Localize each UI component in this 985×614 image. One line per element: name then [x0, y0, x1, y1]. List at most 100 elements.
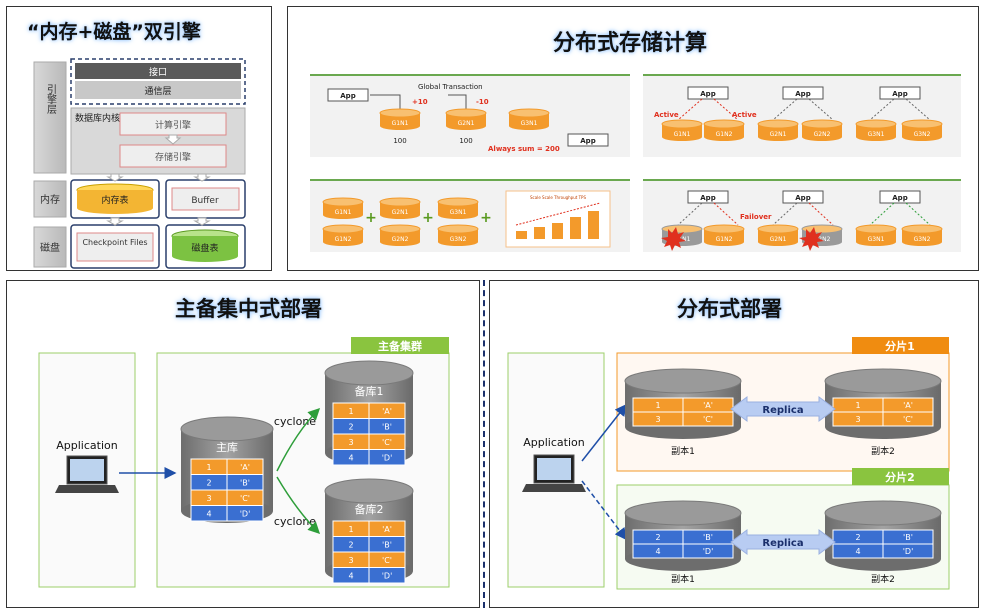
- active-label-2: Active: [732, 111, 757, 119]
- distributed-deploy-diagram: 分片1 分片2 Application 1'A'3'C'1'A'3'C'Repl…: [507, 337, 950, 590]
- primary-standby-title: 主备集中式部署: [175, 297, 322, 321]
- engine-layer-label: 引擎层: [45, 84, 57, 115]
- cyl-scale-top-3-label: G3N1: [450, 209, 467, 216]
- shard1-copy2-label: 副本2: [871, 445, 895, 457]
- primary-db-row-2: 2 'B': [190, 474, 264, 491]
- cyl-scale-top-2-label: G2N1: [392, 209, 409, 216]
- primary-db-cell-key: 4: [206, 510, 211, 519]
- standby1-db-cell-val: 'D': [382, 454, 393, 463]
- cyclone-label-2: cyclone: [274, 515, 316, 528]
- shard2-copy2-db-cell-val: 'D': [903, 547, 914, 556]
- plus-sign-1: +: [365, 210, 377, 226]
- memory-layer-block: [33, 180, 67, 218]
- scale-bar-5: [588, 211, 599, 239]
- fail-arrow-l-c: [869, 202, 895, 226]
- active-label-1: Active: [654, 111, 679, 119]
- plus10-label: +10: [412, 98, 428, 106]
- scale-bar-4: [570, 217, 581, 239]
- shard2-copy2-db-cell-key: 4: [855, 547, 860, 556]
- cyl-g2n1-b-label: G2N1: [770, 131, 787, 138]
- shard2-copy1-db-cell-val: 'B': [703, 533, 713, 542]
- interface-bar: [75, 63, 241, 79]
- disk-layer-block: [33, 226, 67, 268]
- cyl-g3n2-b: G3N2: [901, 119, 943, 141]
- scale-bar-2: [534, 227, 545, 239]
- shard2-copy1-db-row-1: 2'B': [632, 529, 734, 545]
- shard1-copy2-db-cell-val: 'A': [903, 401, 913, 410]
- engine-layer-block: [33, 61, 67, 174]
- standby2-db-cell-key: 2: [348, 541, 353, 550]
- shard1-tag: [852, 337, 949, 354]
- active-arrow-l-a: [677, 98, 703, 121]
- standby2-db-row-3: 3'C': [332, 551, 406, 568]
- primary-db: 主库1'A'2'B'3'C'4'D': [180, 416, 274, 523]
- standby1-db-cell-key: 1: [348, 407, 353, 416]
- failure-burst-1: [661, 227, 686, 251]
- replica-arrow-1: Replica: [730, 396, 836, 422]
- app-box-active-b: App: [782, 86, 824, 100]
- app-box-fail-c: App: [879, 190, 921, 204]
- cyl-g3n2-d-label: G3N2: [914, 236, 931, 243]
- app-box-fail-b-label: App: [795, 194, 810, 202]
- standby2-db-cell-val: 'A': [382, 525, 392, 534]
- shard1-copy2-db-cell-key: 3: [855, 415, 860, 424]
- memory-layer-label: 内存: [40, 193, 60, 206]
- app-box-fail-b: App: [782, 190, 824, 204]
- cyl-g1n2-d-label: G1N2: [716, 236, 733, 243]
- active-arrow-r-c: [905, 98, 931, 121]
- replica-arrow-2-label: Replica: [762, 538, 803, 549]
- primary-standby-diagram: 主备集群 Application 主库1'A'2'B'3'C'4'D'备库11'…: [38, 337, 450, 588]
- shard2-copy1-label: 副本1: [671, 573, 695, 585]
- plus-sign-2: +: [422, 210, 434, 226]
- checkpoint-box: [76, 232, 154, 262]
- shard1-copy2-db-row-1: 1 'A': [832, 397, 934, 413]
- standby1-db-title: 备库1: [355, 384, 384, 398]
- cyl-g2n1-a: G2N1: [445, 108, 487, 130]
- comm-layer-label: 通信层: [144, 85, 171, 97]
- gtx-line-2: [448, 94, 467, 111]
- scale-trend-line: [515, 202, 601, 226]
- standby1-db-cell-val: 'B': [382, 423, 392, 432]
- primary-db-cell-val: 'D': [240, 510, 251, 519]
- fail-arrow-l-a: [677, 202, 703, 226]
- cyl-g1n1-b-label: G1N1: [674, 131, 691, 138]
- shard1-copy1-db: 1'A'3'C': [624, 368, 742, 439]
- shard1-copy2-db-row-2: 3'C': [832, 411, 934, 427]
- shard1-copy2-db-cell-key: 1: [855, 401, 860, 410]
- laptop-icon: [55, 455, 119, 493]
- shard2-copy1-db: 2'B'4'D': [624, 500, 742, 571]
- minus10-label: -10: [476, 98, 489, 106]
- distributed-deploy-panel: 分布式部署 分片1 分片2 Application 1'A'3'C'1'A'3'…: [489, 280, 979, 608]
- primary-db-cell-key: 1: [206, 463, 211, 472]
- disk-table-label: 磁盘表: [191, 242, 218, 254]
- app-box-gtx-label: App: [340, 92, 355, 100]
- cyl-g2n2-d-label: G2N2: [814, 236, 831, 243]
- cyclone-label-1: cyclone: [274, 415, 316, 428]
- cyl-scale-bot-1-label: G1N2: [335, 236, 352, 243]
- scale-chart-title: Scale Scale Throughput TPS: [530, 195, 586, 200]
- shard1-copy2-db: 1 'A'3'C': [824, 368, 942, 439]
- primary-db-cell-key: 2: [206, 479, 211, 488]
- shard2-tag-label: 分片2: [885, 470, 915, 484]
- cyl-g1n2-b: G1N2: [703, 119, 745, 141]
- cluster-tag-label: 主备集群: [378, 339, 422, 353]
- standby2-db-cell-key: 3: [348, 556, 353, 565]
- app-box-gtx-2-label: App: [580, 137, 595, 145]
- cyl-g3n1-b-label: G3N1: [868, 131, 885, 138]
- shard2-copy2-db-row-1: 2'B': [832, 529, 934, 545]
- storage-engine-label: 存储引擎: [155, 151, 191, 163]
- primary-db-cell-val: 'B': [240, 479, 250, 488]
- standby1-db-cell-key: 3: [348, 438, 353, 447]
- gtx-line-1: [370, 94, 401, 111]
- cyl-g2n1-d-label: G2N1: [770, 236, 787, 243]
- cyl-g1n2-d: G1N2: [703, 224, 745, 246]
- application-label: Application: [56, 439, 117, 452]
- failure-burst-2: [799, 227, 824, 251]
- interface-label: 接口: [149, 66, 167, 78]
- app-box-gtx-2: App: [567, 133, 609, 147]
- shard1-copy1-db-cell-val: 'A': [703, 401, 713, 410]
- shard2-copy1-db-cell-val: 'D': [703, 547, 714, 556]
- primary-db-cell-val: 'C': [240, 494, 250, 503]
- shard2-copy1-db-row-2: 4'D': [632, 543, 734, 559]
